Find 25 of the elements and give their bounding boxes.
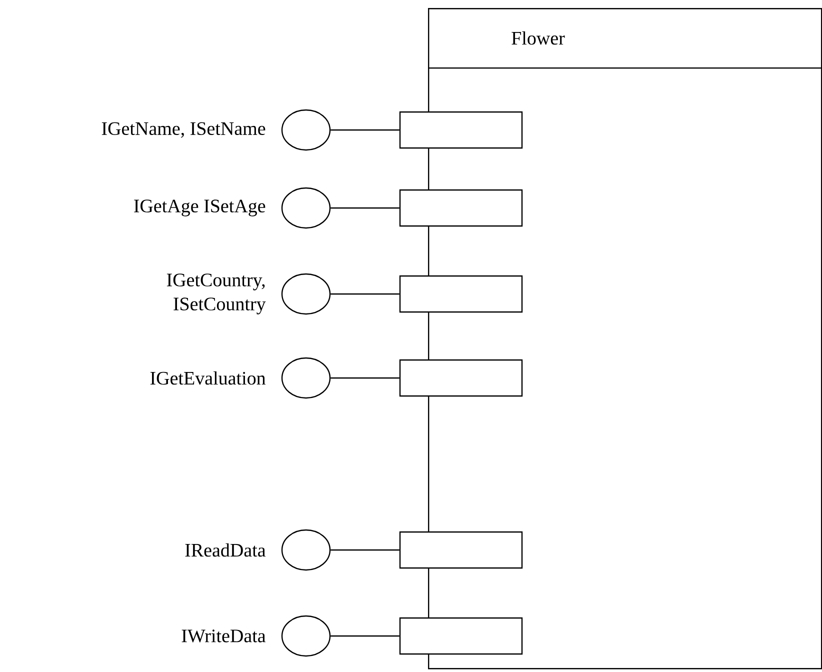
interface-label: IGetCountry, ISetCountry [166,274,266,314]
port-box [399,531,523,569]
port-box [399,111,523,149]
interface-label: IGetName, ISetName [102,122,266,138]
interface-circle [281,273,331,315]
interface-label: IWriteData [182,630,266,642]
port-box [399,359,523,397]
interface-circle [281,109,331,151]
class-box: Flower [428,8,822,670]
connector-line [330,129,400,131]
port-box [399,189,523,227]
connector-line [330,207,400,209]
interface-label: IGetEvaluation [150,371,266,385]
port-box [399,275,523,313]
interface-label: IGetAge ISetAge [134,200,266,216]
interface-circle [281,357,331,399]
connector-line [330,293,400,295]
connector-line [330,377,400,379]
connector-line [330,549,400,551]
port-box [399,617,523,655]
interface-circle [281,529,331,571]
interface-circle [281,615,331,657]
interface-circle [281,187,331,229]
interface-label: IReadData [185,543,266,557]
connector-line [330,635,400,637]
